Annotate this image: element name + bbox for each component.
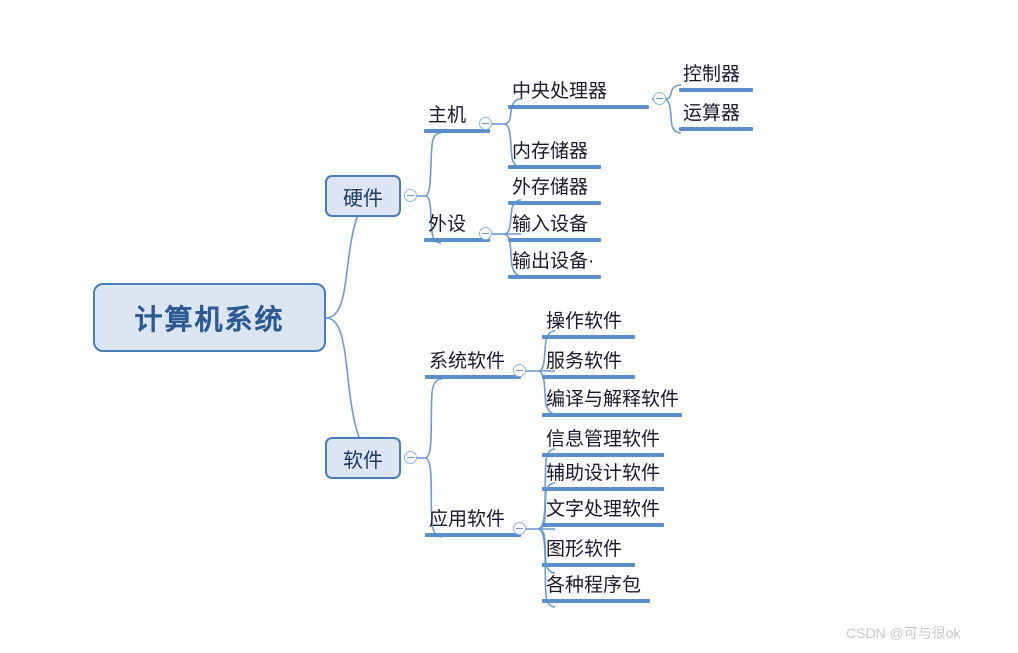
node-service-software[interactable]: 服务软件 [542,351,635,379]
collapse-minus-icon-application-software[interactable] [513,522,526,535]
node-compiler-software-label: 编译与解释软件 [546,389,680,410]
node-peripheral[interactable]: 外设 [424,214,490,242]
node-cad-software-label: 辅助设计软件 [546,463,661,484]
root-node[interactable]: 计算机系统 [93,283,326,352]
collapse-minus-icon-system-software[interactable] [513,364,526,377]
node-alu-label: 运算器 [683,103,741,124]
watermark-text: CSDN @可与很ok [846,625,961,641]
root-node-label: 计算机系统 [134,303,285,335]
node-cpu-underline [508,104,649,109]
node-peripheral-label: 外设 [428,214,467,235]
node-hardware-label: 硬件 [343,187,383,210]
node-system-software-underline [425,374,521,379]
node-os-software[interactable]: 操作软件 [542,311,635,339]
node-word-software[interactable]: 文字处理软件 [542,499,664,527]
node-controller[interactable]: 控制器 [679,64,753,92]
node-software[interactable]: 软件 [325,437,401,479]
node-system-software[interactable]: 系统软件 [425,351,521,379]
collapse-minus-icon-cpu[interactable] [653,92,666,105]
node-graphics-software-label: 图形软件 [546,539,623,560]
node-peripheral-underline [424,237,490,242]
collapse-minus-icon-hardware[interactable] [404,189,417,202]
node-software-label: 软件 [343,449,383,472]
node-service-software-underline [542,374,635,379]
node-input-device-underline [508,237,601,242]
node-application-software-label: 应用软件 [429,509,506,530]
node-compiler-software[interactable]: 编译与解释软件 [542,389,682,417]
node-cad-software[interactable]: 辅助设计软件 [542,463,664,491]
node-graphics-software-underline [542,562,635,567]
node-host-underline [424,128,490,133]
node-output-device-label: 输出设备· [512,251,595,272]
node-cpu[interactable]: 中央处理器 [508,81,649,109]
node-hardware[interactable]: 硬件 [325,175,401,217]
node-host[interactable]: 主机 [424,105,490,133]
node-internal-memory[interactable]: 内存储器 [508,141,601,169]
node-alu[interactable]: 运算器 [679,103,753,131]
node-info-mgmt-software[interactable]: 信息管理软件 [542,429,664,457]
node-input-device-label: 输入设备 [512,214,589,235]
node-service-software-label: 服务软件 [546,351,623,372]
node-cpu-label: 中央处理器 [512,81,608,102]
node-host-label: 主机 [428,105,467,126]
node-external-storage-label: 外存储器 [512,177,589,198]
node-external-storage-underline [508,200,601,205]
node-application-software-underline [425,532,521,537]
node-external-storage[interactable]: 外存储器 [508,177,601,205]
collapse-minus-icon-host[interactable] [479,117,492,130]
node-compiler-software-underline [542,412,682,417]
node-program-packages-underline [542,598,650,603]
node-os-software-underline [542,334,635,339]
node-word-software-label: 文字处理软件 [546,499,661,520]
node-alu-underline [679,126,753,131]
node-info-mgmt-software-underline [542,452,664,457]
node-system-software-label: 系统软件 [429,351,506,372]
node-application-software[interactable]: 应用软件 [425,509,521,537]
node-internal-memory-label: 内存储器 [512,141,589,162]
node-controller-label: 控制器 [683,64,741,85]
collapse-minus-icon-peripheral[interactable] [479,227,492,240]
node-info-mgmt-software-label: 信息管理软件 [546,429,661,450]
node-output-device[interactable]: 输出设备· [508,251,601,279]
node-internal-memory-underline [508,164,601,169]
node-controller-underline [679,87,753,92]
node-output-device-underline [508,274,601,279]
node-program-packages[interactable]: 各种程序包 [542,575,650,603]
node-cad-software-underline [542,486,664,491]
node-os-software-label: 操作软件 [546,311,623,332]
node-graphics-software[interactable]: 图形软件 [542,539,635,567]
node-input-device[interactable]: 输入设备 [508,214,601,242]
collapse-minus-icon-software[interactable] [404,451,417,464]
node-program-packages-label: 各种程序包 [546,575,642,596]
node-word-software-underline [542,522,664,527]
